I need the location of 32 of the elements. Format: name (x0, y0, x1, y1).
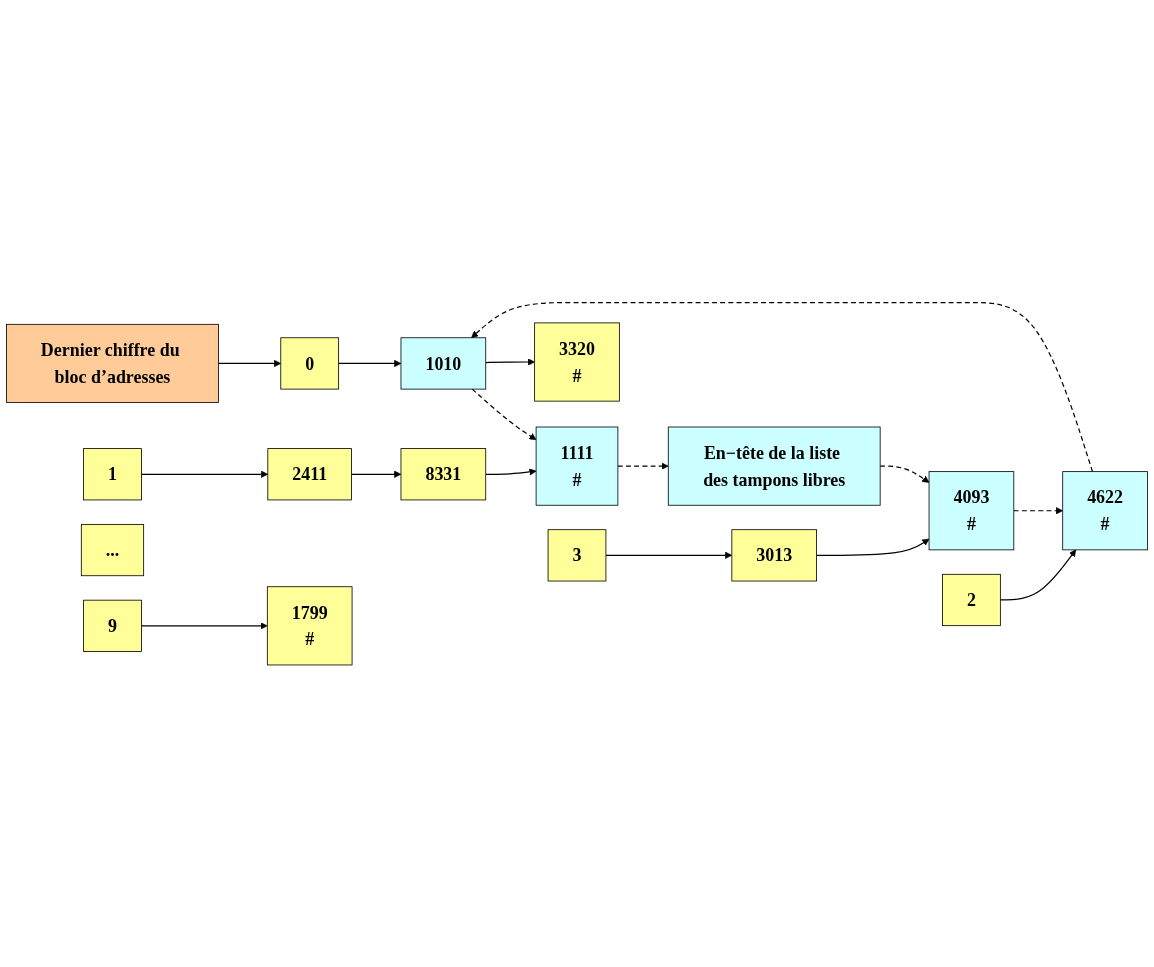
node-box: Dernier chiffre du bloc d’adresses (6, 323, 219, 403)
node-box: 1111 # (535, 426, 619, 506)
arrow (485, 468, 537, 476)
arrow (140, 470, 269, 478)
arrow (350, 470, 402, 478)
arrow (617, 462, 669, 470)
node-box: ... (80, 523, 145, 576)
arrow (879, 465, 930, 483)
arrow (816, 538, 930, 556)
node-box: En−tête de la liste des tampons libres (667, 426, 881, 506)
arrow (1013, 506, 1064, 515)
arrow (338, 359, 402, 367)
node-box: 9 (83, 599, 142, 652)
node-box: 0 (280, 337, 340, 390)
arrow (605, 551, 733, 559)
node-box: 3013 (731, 529, 817, 582)
node-box: 2 (942, 573, 1001, 626)
arrow (471, 388, 537, 440)
arrow (999, 549, 1077, 601)
node-box: 3 (547, 529, 607, 582)
node-box: 3320 # (534, 322, 620, 402)
node-box: 1010 (400, 337, 487, 390)
node-box: 4622 # (1062, 470, 1148, 550)
node-box: 1 (83, 447, 142, 501)
arrow (471, 301, 1094, 472)
arrow (140, 622, 268, 630)
node-box: 1799 # (266, 586, 353, 666)
arrow (217, 359, 282, 367)
arrow (485, 358, 535, 366)
node-box: 2411 (267, 447, 352, 501)
node-box: 4093 # (928, 470, 1015, 550)
node-box: 8331 (400, 447, 487, 501)
